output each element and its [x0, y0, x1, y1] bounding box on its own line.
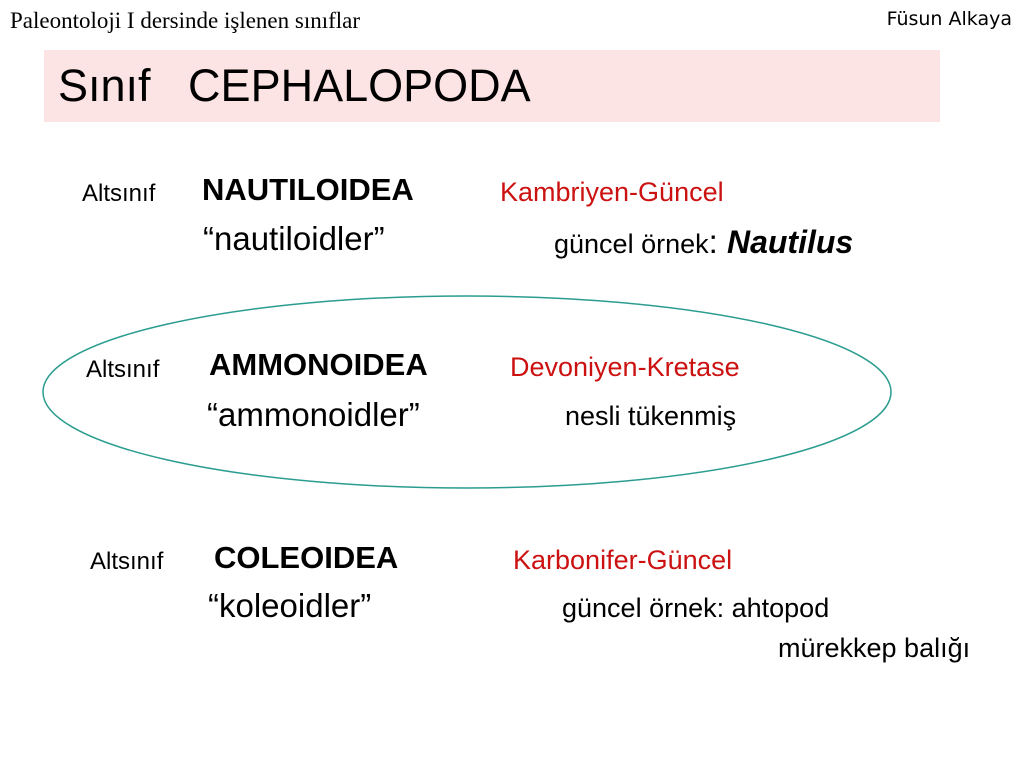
example-note-line2: mürekkep balığı — [778, 633, 971, 663]
time-range: Karbonifer-Güncel — [513, 545, 733, 575]
subclass-label: Altsınıf — [90, 548, 164, 575]
common-name: “ammonoidler” — [207, 396, 420, 433]
extinct-note: nesli tükenmiş — [565, 401, 737, 431]
time-range: Devoniyen-Kretase — [510, 352, 740, 382]
subclass-name: NAUTILOIDEA — [202, 172, 414, 207]
example-line: güncel örnek: Nautilus — [554, 223, 853, 261]
slide-title-box: Sınıf CEPHALOPODA — [44, 50, 940, 122]
example-note: güncel örnek: ahtopod — [562, 593, 830, 623]
common-name: “nautiloidler” — [203, 220, 385, 257]
subclass-name: COLEOIDEA — [214, 540, 399, 575]
subclass-label: Altsınıf — [86, 356, 160, 383]
example-note: güncel örnek — [554, 229, 709, 259]
slide-title: Sınıf CEPHALOPODA — [58, 60, 531, 111]
ellipse-outline — [42, 295, 892, 489]
example-genus: Nautilus — [726, 224, 854, 260]
example-separator: : — [708, 223, 727, 260]
common-name: “koleoidler” — [208, 587, 372, 624]
author-name: Füsun Alkaya — [886, 8, 1012, 30]
subclass-name: AMMONOIDEA — [209, 347, 428, 382]
subclass-label: Altsınıf — [82, 180, 156, 207]
time-range: Kambriyen-Güncel — [500, 177, 724, 207]
course-title: Paleontoloji I dersinde işlenen sınıflar — [10, 8, 361, 33]
